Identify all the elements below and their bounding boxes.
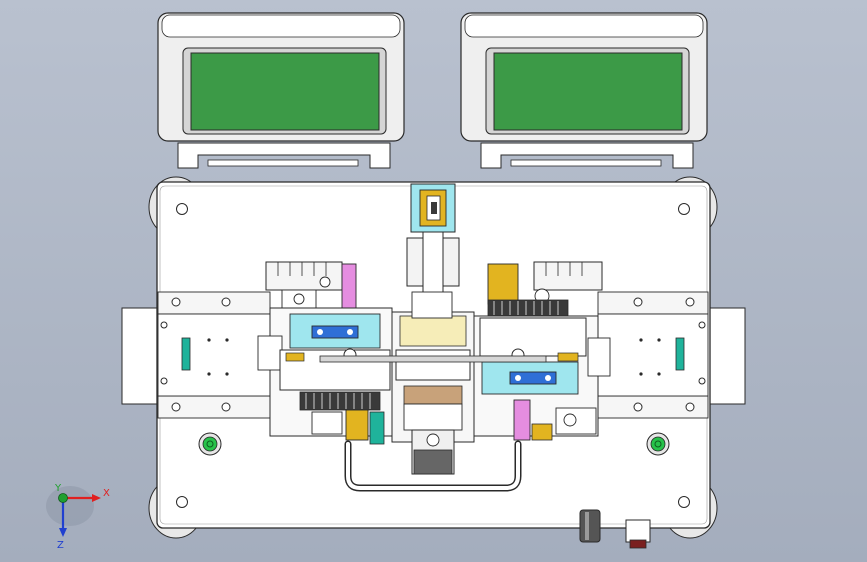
right-green-button-icon[interactable]: [646, 432, 670, 456]
bottom-knob: [579, 509, 601, 543]
right-indicator-slot: [675, 337, 685, 371]
left-clamp-assembly: [257, 261, 393, 445]
guide-strips: [157, 291, 709, 419]
left-display-screen: [157, 12, 405, 169]
left-green-button-icon[interactable]: [198, 432, 222, 456]
right-screen-glass: [493, 52, 683, 131]
left-side-rail: [121, 307, 163, 405]
mounting-holes: [160, 203, 706, 508]
right-gear-rack: [487, 299, 569, 317]
center-shaft: [319, 355, 547, 363]
right-clamp-assembly: [473, 261, 611, 441]
axis-x-label: X: [103, 488, 110, 499]
left-screen-glass: [190, 52, 380, 131]
right-side-rail: [704, 307, 746, 405]
axis-y-label: Y: [54, 483, 62, 494]
connector-icon: [625, 519, 651, 549]
right-display-screen: [460, 12, 708, 169]
center-drive-unit: [319, 291, 547, 475]
left-indicator-slot: [181, 337, 191, 371]
left-gear-rack: [299, 391, 381, 411]
axis-z-label: Z: [57, 540, 64, 551]
xyz-axis-triad-icon: X Y Z: [46, 483, 110, 551]
